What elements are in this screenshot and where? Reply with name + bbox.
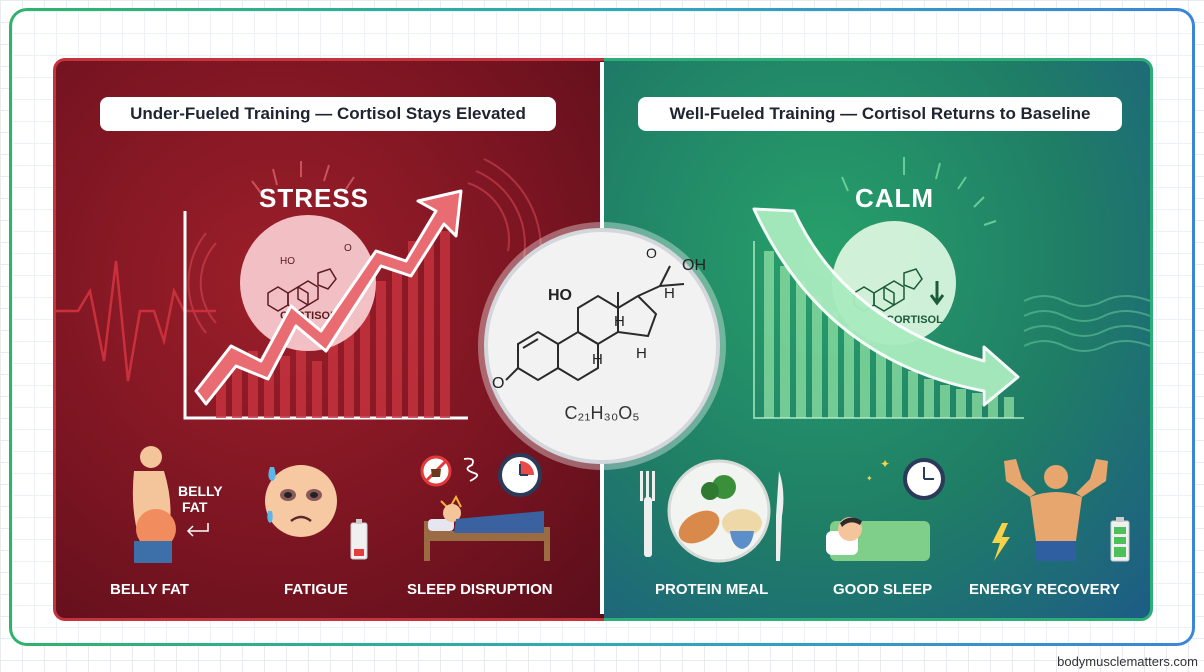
belly-fat-label: BELLY FAT (110, 581, 189, 598)
atom-o-left: O (492, 375, 504, 392)
atom-h-right: H (664, 285, 675, 302)
low-battery-icon (350, 519, 368, 560)
wave-lines (1023, 295, 1150, 352)
atom-o-top: O (646, 245, 657, 261)
svg-text:✦: ✦ (880, 457, 890, 471)
full-battery-icon (1110, 517, 1130, 562)
stress-word: STRESS (259, 183, 370, 213)
cortisol-structure: OH O HO H H H H O (492, 245, 706, 392)
stress-panel: HO O CORTISOL BELLY FAT (53, 58, 605, 621)
good-sleep-label: GOOD SLEEP (833, 581, 933, 598)
watermark: bodymusclematters.com (1057, 654, 1198, 669)
tired-face-icon (265, 465, 337, 537)
atom-h2: H (592, 351, 603, 368)
belly-annotation-line2: FAT (182, 499, 208, 515)
atom-ho: HO (548, 287, 572, 304)
sleep-disruption-label: SLEEP DISRUPTION (407, 581, 553, 598)
calm-word: CALM (855, 183, 935, 213)
lightning-icon (992, 523, 1010, 561)
clock-icon (498, 453, 542, 497)
mini-o-label: O (344, 243, 352, 254)
protein-plate-icon (640, 459, 784, 563)
arrow-left-icon (186, 523, 209, 537)
calm-molecule-label: CORTISOL (886, 314, 943, 326)
calm-bars (764, 251, 1014, 418)
atom-oh-top: OH (682, 257, 706, 274)
stress-graphics: HO O CORTISOL BELLY FAT (56, 158, 550, 563)
mini-ho-label: HO (280, 256, 295, 267)
sleeping-person-icon (424, 494, 550, 561)
protein-meal-label: PROTEIN MEAL (655, 581, 769, 598)
atom-h3: H (636, 345, 647, 362)
stress-bars (216, 231, 450, 418)
stress-arrow-icon (194, 189, 463, 406)
stress-panel-title: Under-Fueled Training — Cortisol Stays E… (100, 97, 556, 131)
belly-fat-person-icon (132, 446, 176, 563)
down-arrow-icon (929, 281, 945, 306)
belly-annotation-line1: BELLY (178, 483, 223, 499)
svg-text:✦: ✦ (866, 474, 873, 483)
atom-h1: H (614, 313, 625, 330)
fatigue-label: FATIGUE (284, 581, 348, 598)
good-sleep-person-icon (826, 517, 930, 561)
pulse-line-icon (56, 260, 216, 382)
calm-arrow-icon (752, 207, 1020, 407)
calm-graphics: CORTISOL ✦ ✦ (640, 157, 1150, 563)
muscular-person-icon (1004, 459, 1108, 561)
no-caffeine-icon (420, 455, 452, 487)
mini-cortisol-structure (267, 268, 337, 312)
moon-stars-icon: ✦ ✦ (835, 457, 890, 483)
calm-panel-title: Well-Fueled Training — Cortisol Returns … (638, 97, 1122, 131)
cortisol-formula: C₂₁H₃₀O₅ (564, 403, 640, 423)
cortisol-molecule-circle: OH O HO H H H H O C₂₁H₃₀O₅ (484, 228, 720, 464)
energy-recovery-label: ENERGY RECOVERY (969, 581, 1120, 598)
good-sleep-clock-icon (903, 458, 945, 500)
